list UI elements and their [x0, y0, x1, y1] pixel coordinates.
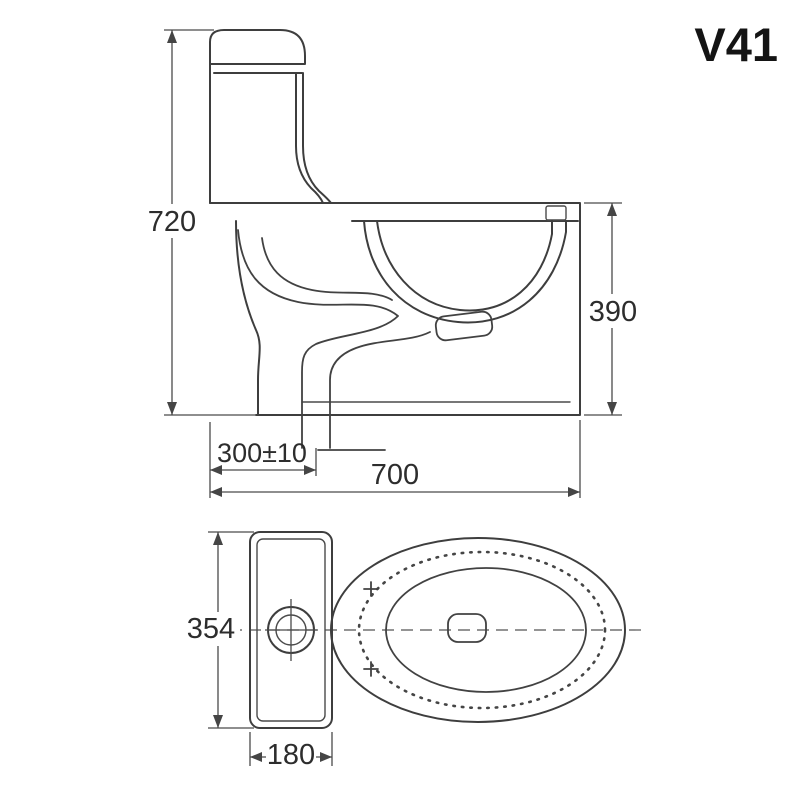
dim-180-arrow-left: [250, 752, 262, 762]
dim-390-extensions: [584, 202, 622, 416]
dim-720-label-bg: [144, 204, 200, 238]
dim-354-arrow-top: [213, 532, 223, 545]
body-outline: [209, 202, 581, 416]
dim-390-arrow-top: [607, 203, 617, 216]
tank-top-inner: [256, 538, 326, 722]
dim-rough-in-label: 300±10: [217, 438, 307, 468]
dim-720-arrow-top: [167, 30, 177, 43]
seat-stitch-outline: [357, 550, 607, 710]
dim-720-label: 720: [148, 206, 196, 238]
dim-720-arrow-bottom: [167, 402, 177, 415]
tank-outline: [209, 29, 332, 204]
trapway: [237, 229, 431, 451]
bowl-cavity: [363, 220, 567, 324]
dimension-tank-width: 180: [249, 732, 333, 771]
dim-rough-in-arrow-left: [210, 465, 222, 475]
bowl-inner-rim: [385, 567, 587, 693]
top-view: [230, 531, 648, 729]
dim-390-label-bg: [586, 294, 640, 328]
dim-700-arrow-left: [210, 487, 222, 497]
dim-180-extensions: [249, 732, 333, 766]
sump-detail: [434, 310, 494, 342]
dim-354-label: 354: [187, 613, 235, 645]
dim-700-extensions: [209, 420, 581, 498]
dimension-rim-height: 390: [584, 202, 640, 416]
seat-hinge-detail: [545, 205, 567, 221]
dimension-overall-width: 354: [184, 531, 254, 729]
dim-700-arrow-right: [568, 487, 580, 497]
dim-180-arrow-right: [320, 752, 332, 762]
dimension-overall-height: 720: [144, 29, 256, 416]
dim-rough-in-arrow-right: [304, 465, 316, 475]
dim-700-label: 700: [371, 459, 419, 491]
dimension-overall-length: 700: [209, 420, 581, 498]
dim-180-label: 180: [267, 739, 315, 771]
dim-180-label-bg: [266, 740, 316, 768]
seat-hinge-bolts: [363, 581, 379, 677]
dim-390-label: 390: [589, 296, 637, 328]
dim-354-arrow-bottom: [213, 715, 223, 728]
model-title: V41: [694, 18, 778, 71]
dimension-rough-in: 300±10: [210, 438, 317, 476]
dim-354-label-bg: [184, 612, 240, 646]
flush-outlet-hole: [447, 613, 487, 643]
dim-390-arrow-bottom: [607, 402, 617, 415]
bowl-top-outline: [330, 537, 626, 723]
flush-button-crosshair: [265, 599, 317, 661]
dim-354-extensions: [208, 531, 254, 729]
side-view: [209, 29, 581, 451]
